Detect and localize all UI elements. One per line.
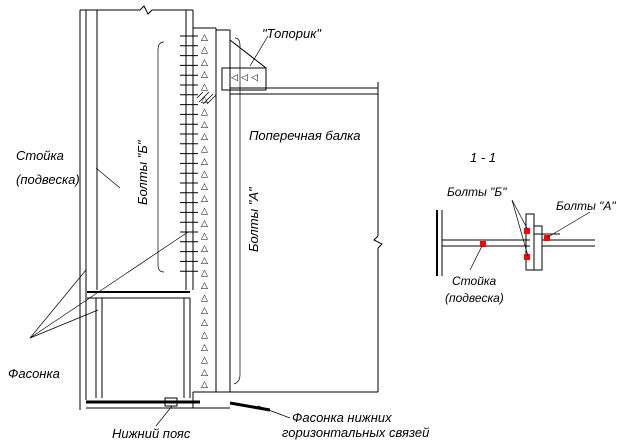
bolt-marker-b-upper bbox=[524, 228, 530, 234]
bolt-marker-post bbox=[480, 241, 486, 247]
bolt-a-marker: △ bbox=[201, 168, 208, 178]
label-section-podveska: (подвеска) bbox=[445, 291, 504, 305]
bolt-a-marker: △ bbox=[201, 156, 208, 166]
label-bolty-b: Болты "Б" bbox=[135, 139, 150, 205]
label-fasonka-nizhnih-2: горизонтальных связей bbox=[282, 425, 429, 440]
hatchet-clip: ◁ ◁ ◁ bbox=[196, 39, 267, 105]
bolt-a-marker: △ bbox=[201, 57, 208, 67]
bolt-a-marker: △ bbox=[201, 330, 208, 340]
bolt-a-marker: △ bbox=[201, 255, 208, 265]
bolts-b-row bbox=[180, 35, 198, 272]
bolt-a-marker: △ bbox=[201, 193, 208, 203]
bolt-a-marker: △ bbox=[201, 131, 208, 141]
label-cross-beam: Поперечная балка bbox=[249, 128, 361, 143]
bolt-a-marker: △ bbox=[201, 292, 208, 302]
bolt-a-marker: △ bbox=[201, 218, 208, 228]
bolts-b-bracket bbox=[157, 41, 165, 273]
bolt-a-marker: △ bbox=[201, 280, 208, 290]
label-bolty-a: Болты "А" bbox=[246, 186, 261, 252]
column-post bbox=[79, 5, 194, 410]
label-section: 1 - 1 bbox=[470, 150, 496, 165]
bolt-a-marker: △ bbox=[201, 106, 208, 116]
bolt-a-marker: △ bbox=[201, 268, 208, 278]
bolt-a-marker: △ bbox=[201, 82, 208, 92]
svg-text:◁: ◁ bbox=[251, 72, 258, 82]
bolt-a-marker: △ bbox=[201, 230, 208, 240]
bolt-a-marker: △ bbox=[201, 181, 208, 191]
cross-beam bbox=[229, 82, 383, 412]
bolt-a-marker: △ bbox=[201, 379, 208, 389]
bolt-a-marker: △ bbox=[201, 305, 208, 315]
bolt-a-marker: △ bbox=[201, 243, 208, 253]
bolt-a-marker: △ bbox=[201, 69, 208, 79]
label-section-bolty-a: Болты "А" bbox=[556, 199, 616, 213]
label-nizhniy-poyas: Нижний пояс bbox=[112, 426, 191, 441]
bolt-a-marker: △ bbox=[201, 44, 208, 54]
bolt-a-marker: △ bbox=[201, 367, 208, 377]
bolt-marker-a bbox=[544, 235, 550, 241]
label-fasonka-nizhnih-1: Фасонка нижних bbox=[292, 410, 392, 425]
leader-lines bbox=[29, 35, 291, 427]
bolts-a-row: △ △ △ △ △ △ △ △ △ △ △ △ △ △ △ △ △ △ △ △ △ △ △ △ △ △ △ △ △ bbox=[201, 32, 208, 389]
svg-text:◁: ◁ bbox=[231, 72, 238, 82]
bolt-a-marker: △ bbox=[201, 317, 208, 327]
bolt-a-marker: △ bbox=[201, 342, 208, 352]
bolt-a-marker: △ bbox=[201, 119, 208, 129]
vertical-plate bbox=[193, 27, 231, 393]
bolt-a-marker: △ bbox=[201, 354, 208, 364]
section-1-1 bbox=[436, 199, 595, 276]
bolt-marker-b-lower bbox=[524, 254, 530, 260]
label-toporik: "Топорик" bbox=[262, 26, 322, 41]
label-fasonka: Фасонка bbox=[8, 366, 60, 381]
bolt-a-marker: △ bbox=[201, 32, 208, 42]
bolts-a-bracket bbox=[233, 37, 241, 385]
gusset-plates bbox=[86, 291, 230, 409]
bolt-a-marker: △ bbox=[201, 206, 208, 216]
bolt-a-marker: △ bbox=[201, 144, 208, 154]
label-section-stoyka: Стойка bbox=[452, 274, 497, 288]
label-section-bolty-b: Болты "Б" bbox=[447, 185, 507, 199]
label-podveska: (подвеска) bbox=[16, 172, 80, 187]
bolt-a-marker: △ bbox=[201, 94, 208, 104]
svg-text:◁: ◁ bbox=[241, 72, 248, 82]
label-stoyka: Стойка bbox=[16, 148, 64, 163]
